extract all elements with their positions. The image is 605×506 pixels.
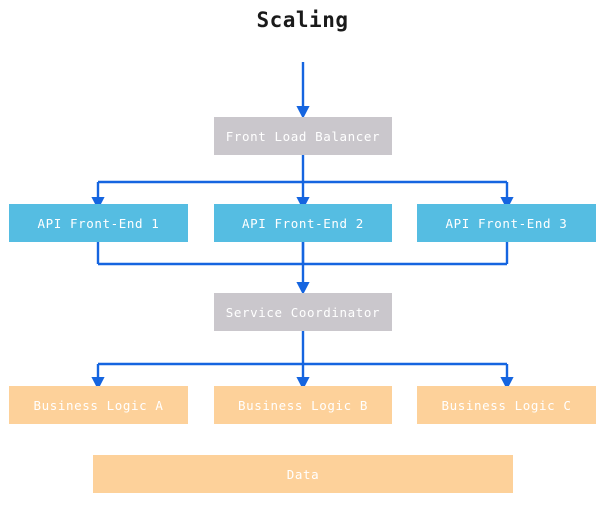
node-business-logic-c-label: Business Logic C — [441, 397, 572, 413]
node-business-logic-b-label: Business Logic B — [237, 397, 368, 413]
node-api-front-end-2-label: API Front-End 2 — [242, 215, 364, 231]
node-api-front-end-3-label: API Front-End 3 — [445, 215, 568, 231]
node-front-load-balancer[interactable]: Front Load Balancer — [214, 117, 392, 155]
node-service-coordinator[interactable]: Service Coordinator — [214, 293, 392, 331]
edge-front-load-balancer-to-api-tier — [91, 155, 514, 210]
node-api-front-end-1-label: API Front-End 1 — [37, 215, 160, 231]
node-front-load-balancer-label: Front Load Balancer — [225, 128, 381, 144]
node-api-front-end-1[interactable]: API Front-End 1 — [9, 204, 188, 242]
node-api-front-end-2[interactable]: API Front-End 2 — [214, 204, 392, 242]
edge-service-coordinator-to-business-logic-tier — [91, 331, 514, 390]
node-business-logic-b[interactable]: Business Logic B — [214, 386, 392, 424]
node-business-logic-c[interactable]: Business Logic C — [417, 386, 596, 424]
node-data-label: Data — [286, 466, 320, 482]
page-title: Scaling — [256, 8, 349, 32]
edge-api-tier-to-service-coordinator — [96, 242, 509, 295]
node-business-logic-a[interactable]: Business Logic A — [9, 386, 188, 424]
node-api-front-end-3[interactable]: API Front-End 3 — [417, 204, 596, 242]
node-business-logic-a-label: Business Logic A — [33, 397, 164, 413]
node-data[interactable]: Data — [93, 455, 513, 493]
node-service-coordinator-label: Service Coordinator — [225, 304, 381, 320]
